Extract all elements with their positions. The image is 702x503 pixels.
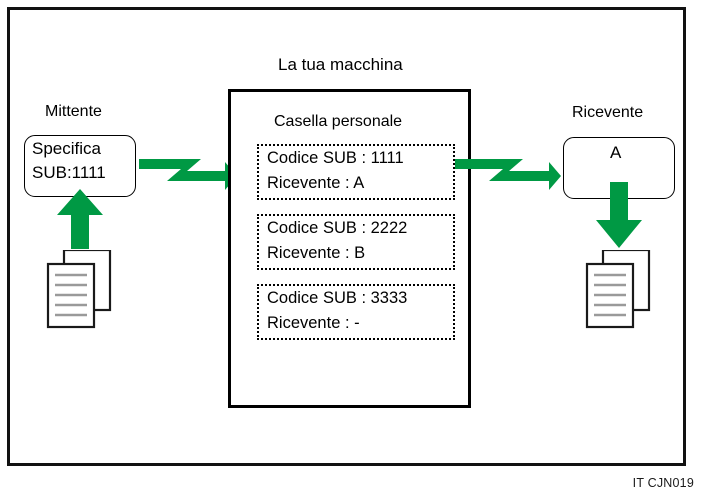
entry-1-recipient: Ricevente : A xyxy=(267,174,365,192)
green-zigzag-arrow-right-icon xyxy=(455,159,561,190)
sender-spec-line2: SUB:1111 xyxy=(32,163,106,182)
sender-label: Mittente xyxy=(45,103,102,120)
receiver-box-value: A xyxy=(610,143,622,162)
document-stack-icon xyxy=(585,250,651,329)
figure-caption: IT CJN019 xyxy=(632,476,694,490)
machine-title: La tua macchina xyxy=(278,55,403,74)
personal-box-entry-2: Codice SUB : 2222 Ricevente : B xyxy=(257,214,455,270)
personal-box-entry-1: Codice SUB : 1111 Ricevente : A xyxy=(257,144,455,200)
personal-box-entry-3: Codice SUB : 3333 Ricevente : - xyxy=(257,284,455,340)
entry-2-recipient: Ricevente : B xyxy=(267,244,366,262)
entry-3-recipient: Ricevente : - xyxy=(267,314,360,332)
entry-2-code: Codice SUB : 2222 xyxy=(267,219,408,237)
entry-1-code: Codice SUB : 1111 xyxy=(267,149,404,167)
green-down-arrow-icon xyxy=(596,182,642,248)
personal-box-heading: Casella personale xyxy=(274,113,403,130)
green-up-arrow-icon xyxy=(57,189,103,249)
green-zigzag-arrow-right-icon xyxy=(139,159,237,190)
entry-3-code: Codice SUB : 3333 xyxy=(267,289,408,307)
sender-spec-box: Specifica SUB:1111 xyxy=(24,135,136,197)
document-stack-icon xyxy=(46,250,112,329)
sender-spec-line1: Specifica xyxy=(32,139,101,158)
receiver-label: Ricevente xyxy=(572,104,644,121)
